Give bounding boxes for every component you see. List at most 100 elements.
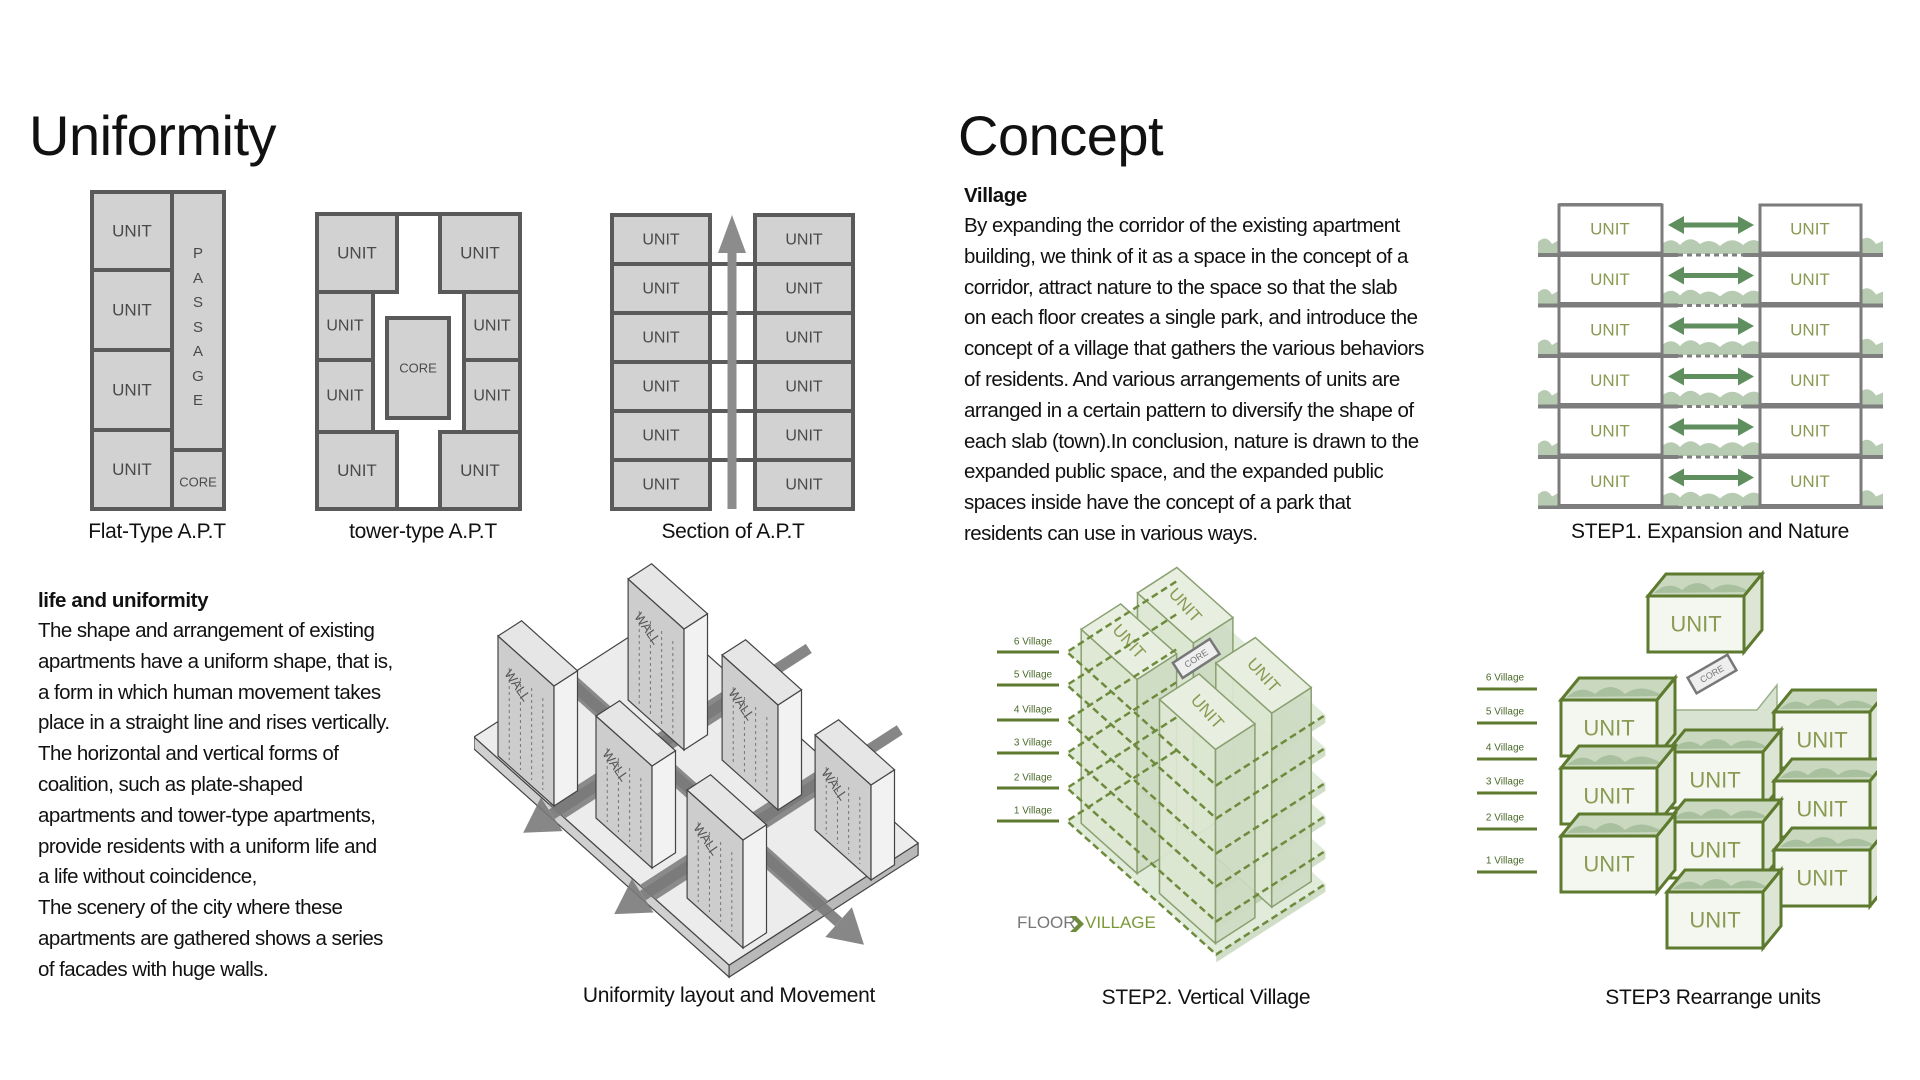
tower-side-facade — [683, 612, 709, 752]
unit-label: UNIT — [1583, 852, 1634, 877]
passage-cell — [170, 190, 226, 452]
unit-label: UNIT — [1796, 797, 1847, 822]
village-body-line: spaces inside have the concept of a park… — [964, 491, 1351, 515]
unit-label: UNIT — [1790, 321, 1830, 340]
unit-cell — [610, 458, 712, 511]
unit-roof — [1158, 672, 1257, 751]
life-body-line: apartments and tower-type apartments, — [38, 803, 376, 827]
unit-tower: UNIT — [1158, 672, 1257, 946]
uniformity-title: Uniformity — [29, 104, 277, 167]
core-box — [1685, 652, 1739, 696]
tower-type-caption: tower-type A.P.T — [349, 520, 497, 543]
tower-side-facade — [651, 749, 677, 870]
village-body-line: expanded public space, and the expanded … — [964, 460, 1384, 484]
life-uniformity-text: life and uniformity The shape and arrang… — [38, 585, 393, 986]
unit-label: UNIT — [1790, 220, 1830, 239]
unit-box: UNIT — [1644, 569, 1766, 657]
arrow-right-icon — [1738, 216, 1754, 234]
village-body-line: residents can use in various ways. — [964, 521, 1258, 545]
village-body: By expanding the corridor of the existin… — [964, 211, 1424, 550]
unit-box — [1557, 405, 1664, 457]
life-body-line: apartments are gathered shows a series — [38, 926, 383, 950]
unit-cell — [753, 409, 855, 462]
movement-arrow-head-icon — [825, 907, 864, 945]
unit-box — [1557, 456, 1664, 507]
village-level-label: 1 Village — [1014, 806, 1053, 817]
tower-roof — [721, 639, 803, 706]
tower-side-facade — [553, 669, 579, 808]
arrow-right-icon — [1738, 367, 1754, 386]
unit-box: UNIT — [1557, 673, 1679, 761]
unit-label: UNIT — [1796, 866, 1847, 891]
vegetation — [1861, 439, 1883, 456]
unit-cell — [753, 458, 855, 511]
unit-roof — [1214, 636, 1313, 715]
vegetation — [1780, 768, 1876, 778]
unit-cell — [315, 290, 375, 362]
slab-vegetation — [1216, 883, 1326, 963]
unit-box: UNIT — [1557, 809, 1679, 897]
section-caption: Section of A.P.T — [661, 520, 805, 543]
arrow-right-icon — [1738, 266, 1754, 285]
unit-label: UNIT — [1583, 716, 1634, 741]
vegetation — [1662, 491, 1760, 507]
unit-label: UNIT — [112, 460, 152, 479]
vegetation — [1662, 340, 1760, 355]
unit-cell — [438, 430, 522, 511]
unit-label: UNIT — [1689, 908, 1740, 933]
life-body-line: a life without coincidence, — [38, 865, 257, 889]
unit-label: UNIT — [785, 232, 823, 249]
village-text: Village By expanding the corridor of the… — [964, 180, 1424, 550]
unit-label: UNIT — [473, 318, 511, 335]
vegetation — [1538, 490, 1559, 507]
uniformity-layout-caption: Uniformity layout and Movement — [582, 984, 876, 1007]
tower-roof — [497, 620, 579, 687]
life-body-line: provide residents with a uniform life an… — [38, 834, 377, 858]
unit-box — [1557, 203, 1664, 255]
tower-roof — [686, 774, 768, 841]
unit-cell — [315, 358, 375, 434]
village-body-line: By expanding the corridor of the existin… — [964, 214, 1400, 237]
life-uniformity-body: The shape and arrangement of existing apa… — [38, 616, 393, 986]
apartment-tower: WALL — [721, 639, 803, 812]
village-level-label: 2 Village — [1014, 773, 1053, 784]
unit-box: UNIT — [1770, 757, 1877, 842]
vegetation — [1861, 288, 1883, 305]
unit-label: UNIT — [473, 388, 511, 405]
vegetation — [1567, 755, 1663, 765]
unit-label: UNIT — [642, 232, 680, 249]
unit-label: UNIT — [785, 379, 823, 396]
unit-box — [1557, 304, 1664, 356]
arrow-left-icon — [1668, 317, 1684, 335]
apartment-tower: WALL — [627, 563, 709, 752]
tower-roof — [627, 563, 709, 630]
arrow-left-icon — [1668, 367, 1684, 386]
unit-label: UNIT — [642, 477, 680, 494]
village-level-label: 5 Village — [1014, 670, 1053, 681]
unit-label: UNIT — [1590, 220, 1630, 239]
flat-type-caption: Flat-Type A.P.T — [88, 520, 226, 543]
unit-box: UNIT — [1663, 795, 1785, 883]
arrow-left-icon — [1668, 266, 1684, 285]
village-level-label: 4 Village — [1486, 743, 1525, 754]
arrow-right-icon — [1738, 317, 1754, 335]
unit-label: UNIT — [326, 388, 364, 405]
village-body-line: arranged in a certain pattern to diversi… — [964, 398, 1414, 422]
tower-roof — [814, 719, 896, 786]
unit-label: UNIT — [642, 330, 680, 347]
step2-caption: STEP2. Vertical Village — [1101, 986, 1311, 1009]
unit-label: UNIT — [112, 381, 152, 400]
core-label: CORE — [179, 475, 217, 490]
vegetation — [1538, 238, 1559, 254]
apartment-tower: WALL — [814, 719, 896, 882]
unit-label: UNIT — [1790, 422, 1830, 441]
life-body-line: apartments have a uniform shape, that is… — [38, 649, 393, 673]
life-body-line: The shape and arrangement of existing — [38, 619, 375, 642]
unit-cell — [90, 348, 174, 432]
apartment-tower: WALL — [595, 700, 677, 870]
unit-label: UNIT — [785, 281, 823, 298]
unit-cell — [610, 311, 712, 364]
arrow-right-icon — [1738, 468, 1754, 487]
unit-label: UNIT — [1689, 838, 1740, 863]
